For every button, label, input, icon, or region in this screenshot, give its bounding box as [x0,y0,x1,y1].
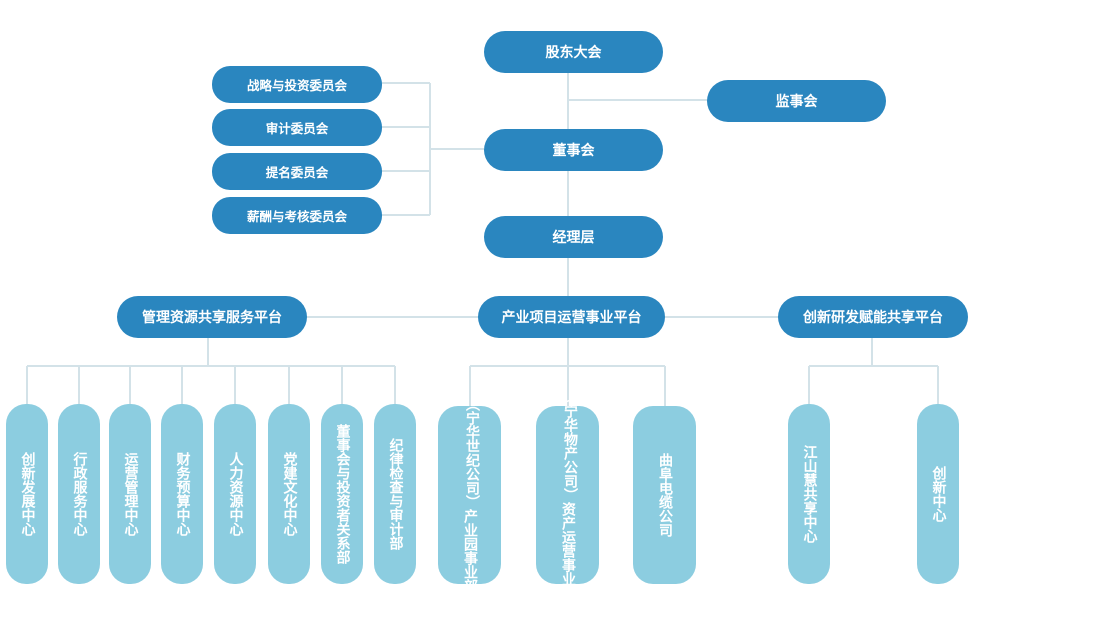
unit-human-resources: 人力资源中心 [214,404,256,584]
shareholders-meeting-box: 股东大会 [484,31,663,73]
unit-finance-budget: 财务预算中心 [161,404,203,584]
audit-committee-box: 审计委员会 [212,109,382,146]
unit-qufu-cable-name: 曲阜电缆公司 [657,453,673,537]
unit-industrial-park-division: （宁华世纪公司） 产业园事业部 [438,397,501,593]
board-of-supervisors-box: 监事会 [707,80,886,122]
compensation-committee-box: 薪酬与考核委员会 [212,197,382,234]
unit-innovation-development: 创新发展中心 [6,404,48,584]
platform-center-box: 产业项目运营事业平台 [478,296,665,338]
platform-right-box: 创新研发赋能共享平台 [778,296,968,338]
unit-jiangshan-sharing-center: 江山慧共享中心 [788,404,830,584]
unit-asset-operations-company: （宁华物产公司） [562,390,578,502]
unit-operations-management: 运营管理中心 [109,404,151,584]
unit-asset-operations-name: 资产运营事业部 [560,502,576,600]
board-of-directors-box: 董事会 [484,129,663,171]
unit-innovation-center: 创新中心 [917,404,959,584]
unit-industrial-park-company: （宁华世纪公司） [464,397,480,509]
unit-discipline-audit: 纪律检查与审计部 [374,404,416,584]
strategy-investment-committee-box: 战略与投资委员会 [212,66,382,103]
unit-qufu-cable-company: 曲阜电缆公司 [633,406,696,584]
unit-industrial-park-name: 产业园事业部 [462,509,478,593]
platform-left-box: 管理资源共享服务平台 [117,296,307,338]
unit-asset-operations-division: （宁华物产公司） 资产运营事业部 [536,390,599,600]
unit-party-culture: 党建文化中心 [268,404,310,584]
nomination-committee-box: 提名委员会 [212,153,382,190]
management-box: 经理层 [484,216,663,258]
unit-administrative-services: 行政服务中心 [58,404,100,584]
unit-board-investor-relations: 董事会与投资者关系部 [321,404,363,584]
